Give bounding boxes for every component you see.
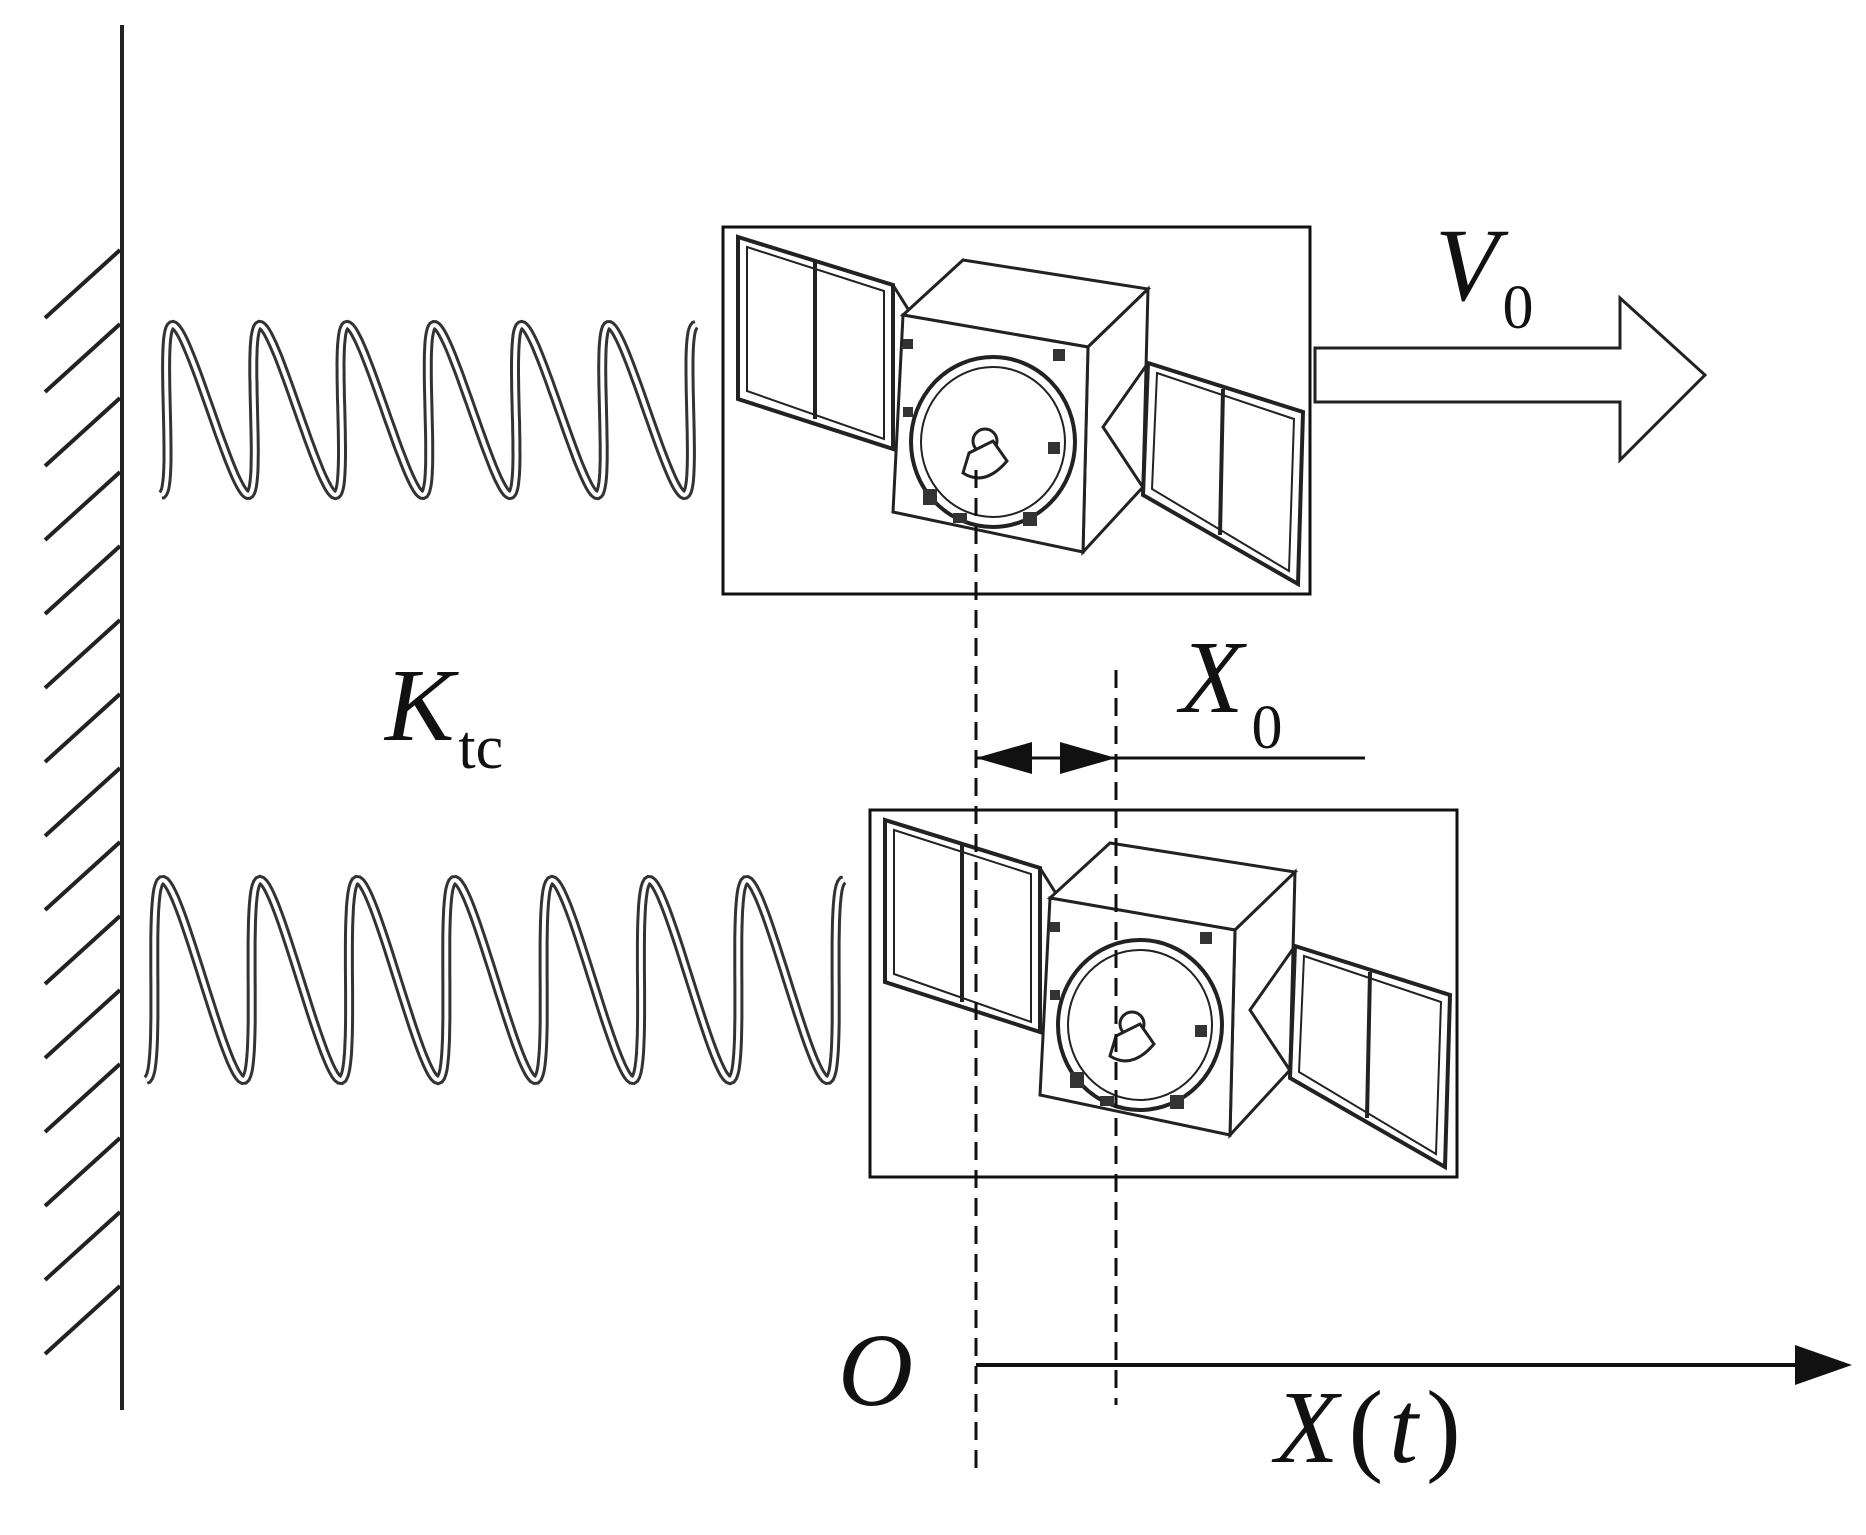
wall-hatch	[43, 1136, 122, 1208]
displacement-dimension	[976, 742, 1365, 774]
wall-hatch	[43, 840, 122, 912]
wall-hatch	[43, 692, 122, 764]
wall-hatch	[43, 322, 122, 394]
fixed-wall-icon	[43, 25, 124, 1410]
spring-upper	[158, 319, 699, 501]
wall-hatch	[43, 618, 122, 690]
wall-hatch	[43, 544, 122, 616]
satellite-lower	[868, 808, 1459, 1179]
wall-hatch	[43, 396, 122, 468]
origin-label: O	[838, 1313, 913, 1428]
wall-hatch	[43, 248, 122, 320]
wall-hatch	[43, 470, 122, 542]
wall-hatch	[43, 1284, 122, 1356]
spring-lower	[143, 874, 847, 1086]
satellite-upper	[721, 225, 1312, 596]
x-axis	[976, 1345, 1852, 1385]
velocity-arrow-icon	[1313, 294, 1708, 464]
wall-hatch	[43, 1210, 122, 1282]
wall-hatch	[43, 766, 122, 838]
wall-hatch	[43, 1062, 122, 1134]
axis-label: X(t)	[1271, 1370, 1461, 1485]
velocity-label: V0	[1435, 208, 1534, 342]
wall-hatch	[43, 914, 122, 986]
stiffness-label: Ktc	[383, 648, 503, 782]
wall-hatch	[43, 988, 122, 1060]
